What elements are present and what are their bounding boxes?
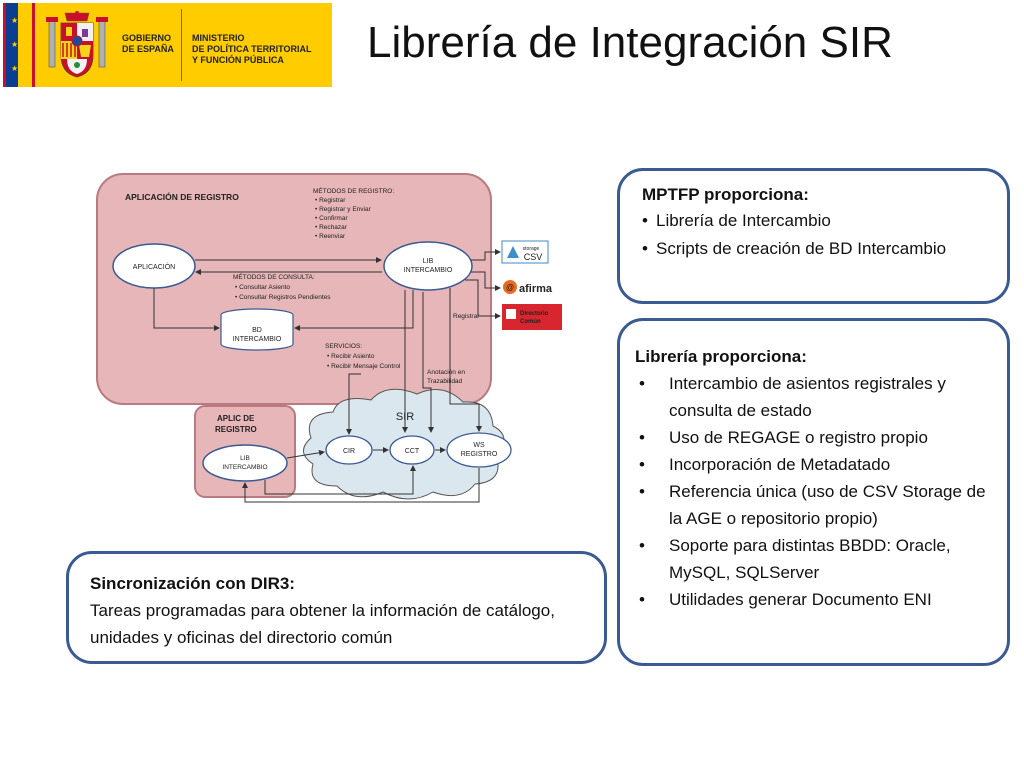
servicios-title: SERVICIOS: [325, 343, 362, 350]
metodo-registro-item: • Reenviar [315, 233, 346, 240]
cct-label: CCT [405, 448, 420, 455]
bd-intercambio-node [220, 315, 294, 351]
lib-intercambio-node [383, 241, 473, 291]
metodo-consulta-item: • Consultar Asiento [235, 284, 290, 291]
lib-intercambio-2-node [202, 444, 288, 482]
metodo-registro-item: • Confirmar [315, 215, 348, 222]
logo-separator [181, 9, 182, 81]
anotacion-label: Trazabilidad [427, 378, 463, 385]
metodo-registro-item: • Rechazar [315, 224, 348, 231]
mptfp-list: •Librería de Intercambio •Scripts de cre… [642, 207, 1007, 263]
cir-node [325, 435, 373, 465]
ministerio-text: MINISTERIO DE POLÍTICA TERRITORIAL Y FUN… [192, 33, 312, 65]
lib-intercambio-2-label: INTERCAMBIO [222, 464, 267, 471]
metodos-consulta-title: MÉTODOS DE CONSULTA: [233, 272, 315, 281]
libreria-box: Librería proporciona: •Intercambio de as… [617, 318, 1010, 666]
eu-star-icon: ★ [11, 16, 19, 25]
anotacion-label: Anotación en [427, 369, 465, 376]
list-item: •Uso de REGAGE o registro propio [639, 428, 928, 447]
flag-red-stripe [3, 3, 6, 87]
svg-text:CSV: CSV [524, 252, 543, 262]
servicio-item: • Recibir Mensaje Control [327, 363, 401, 370]
app-title: APLICACIÓN DE REGISTRO [125, 191, 239, 202]
csv-icon [507, 246, 519, 258]
list-item: •Utilidades generar Documento ENI [639, 590, 932, 609]
libreria-title: Librería proporciona: [635, 347, 807, 366]
list-item: •Librería de Intercambio [642, 211, 831, 230]
aplicacion-registro-container [96, 173, 492, 405]
bd-intercambio-label: BD [252, 327, 262, 334]
eu-star-icon: ★ [11, 40, 19, 49]
svg-text:@: @ [506, 283, 514, 292]
metodo-registro-item: • Registrar [315, 197, 346, 204]
lib-intercambio-label: LIB [423, 258, 434, 265]
list-item: •Scripts de creación de BD Intercambio [642, 239, 947, 258]
aplicacion-label: APLICACIÓN [133, 262, 175, 271]
bd-intercambio-label: INTERCAMBIO [233, 336, 282, 343]
metodo-registro-item: • Registrar y Enviar [315, 206, 372, 213]
metodo-consulta-item: • Consultar Registros Pendientes [235, 294, 331, 301]
svg-text:Directorio: Directorio [520, 311, 549, 317]
lib-intercambio-label: INTERCAMBIO [404, 267, 453, 274]
ws-registro-label: WS [473, 442, 485, 449]
gobierno-text: GOBIERNO DE ESPAÑA [122, 33, 174, 54]
svg-text:storage: storage [523, 246, 540, 252]
ws-registro-node [446, 432, 512, 468]
aplic-de-registro-label: APLIC DE [217, 414, 255, 423]
aplic-de-registro-label: REGISTRO [215, 425, 257, 434]
eu-flag-stripe: ★ ★ ★ [6, 3, 18, 87]
architecture-diagram: APLICACIÓN DE REGISTRO MÉTODOS DE REGIST… [96, 173, 562, 503]
gobierno-logo: ★ ★ ★ GOBIERNO DE ESPAÑA MINISTERIO DE P… [3, 3, 332, 87]
list-item: •Incorporación de Metadatado [639, 455, 891, 474]
directorio-icon [506, 309, 516, 319]
afirma-logo: afirma [519, 283, 553, 295]
list-item: •Intercambio de asientos registrales y c… [639, 374, 946, 420]
lib-intercambio-2-label: LIB [240, 455, 250, 462]
metodos-registro-title: MÉTODOS DE REGISTRO: [313, 186, 394, 195]
list-item: •Referencia única (uso de CSV Storage de… [639, 482, 986, 528]
cir-label: CIR [343, 448, 355, 455]
dir3-text: Tareas programadas para obtener la infor… [90, 601, 555, 647]
registrar-label: Registrar [453, 313, 480, 320]
coat-of-arms-icon [46, 11, 108, 78]
flag-yellow-stripe [18, 3, 35, 87]
dir3-box: Sincronización con DIR3: Tareas programa… [66, 551, 607, 664]
svg-text:Común: Común [520, 319, 541, 325]
page-title: Librería de Integración SIR [367, 18, 893, 67]
servicio-item: • Recibir Asiento [327, 353, 375, 360]
mptfp-title: MPTFP proporciona: [642, 185, 809, 204]
cct-node [389, 435, 435, 465]
dir3-title: Sincronización con DIR3: [90, 574, 295, 593]
ws-registro-label: REGISTRO [461, 451, 498, 458]
list-item: •Soporte para distintas BBDD: Oracle, My… [639, 536, 951, 582]
afirma-icon [503, 280, 517, 294]
eu-star-icon: ★ [11, 64, 19, 73]
mptfp-box: MPTFP proporciona: •Librería de Intercam… [617, 168, 1010, 304]
libreria-list: •Intercambio de asientos registrales y c… [635, 370, 995, 613]
